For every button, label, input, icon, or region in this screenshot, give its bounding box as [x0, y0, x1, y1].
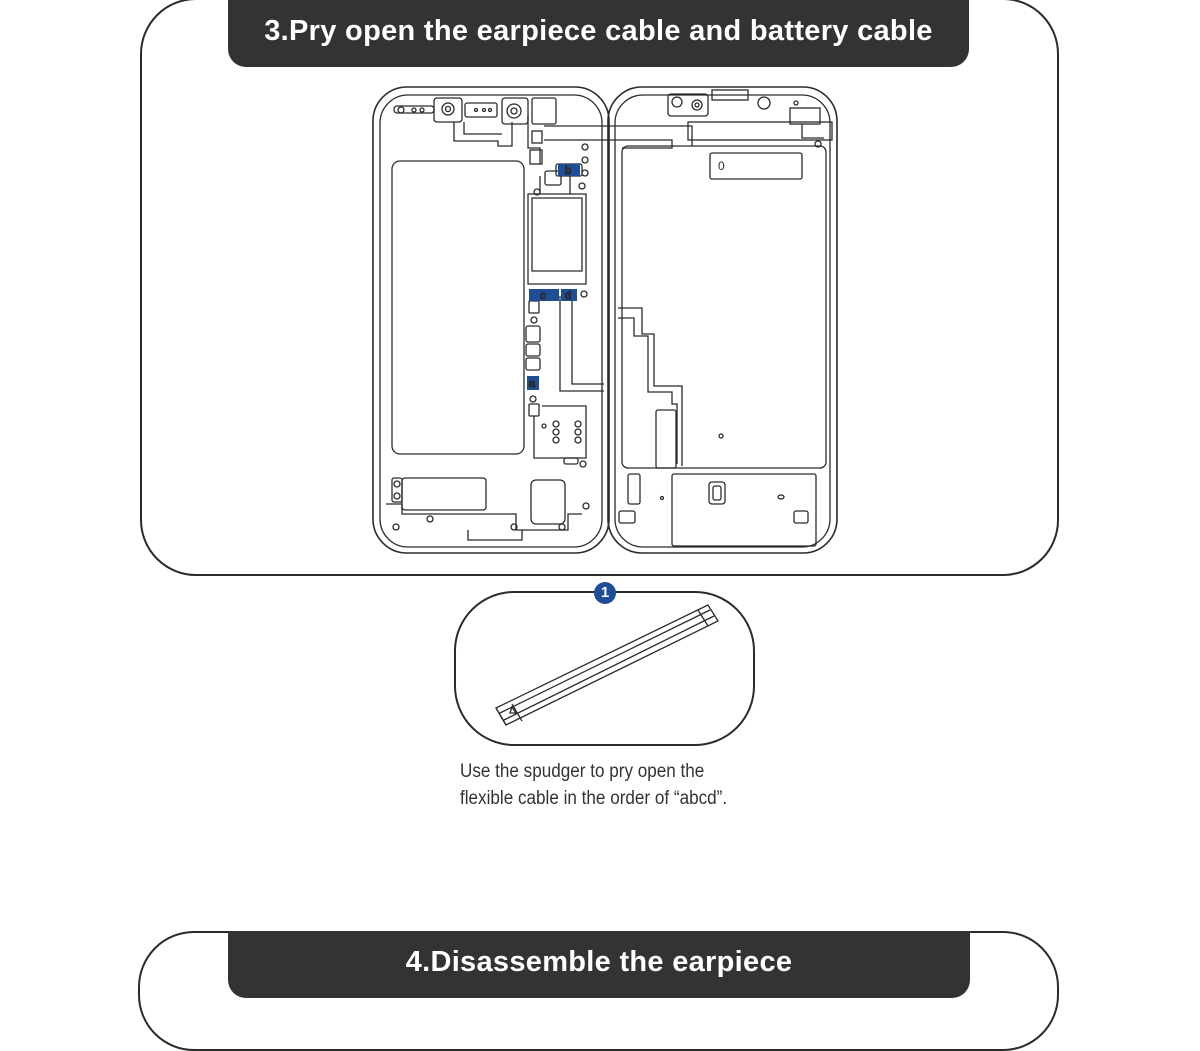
- connector-b-label: b: [565, 165, 571, 177]
- rear-battery-outline: [621, 145, 827, 469]
- step3-panel: [140, 0, 1059, 576]
- spudger-tool-panel: [454, 591, 755, 746]
- caption-line-2: flexible cable in the order of “abcd”.: [460, 788, 728, 809]
- phone-teardown-diagram: 0 b c d a: [372, 86, 838, 554]
- connector-d-label: d: [565, 290, 571, 302]
- connector-a-label: a: [529, 378, 536, 390]
- connector-c: [529, 289, 559, 301]
- connector-a: [527, 376, 539, 390]
- step4-title: 4.Disassemble the earpiece: [228, 931, 970, 998]
- left-phone-half: [372, 86, 610, 554]
- component-label: 0: [718, 159, 725, 173]
- spudger-icon: [495, 604, 719, 726]
- caption-line-1: Use the spudger to pry open the: [460, 761, 705, 782]
- step-number-badge: 1: [594, 582, 616, 604]
- connector-d: [561, 289, 577, 301]
- connector-c-label: c: [540, 290, 546, 302]
- component-label-box: [709, 152, 803, 180]
- instruction-caption: Use the spudger to pry open the flexible…: [460, 758, 766, 812]
- connector-b: [558, 164, 580, 176]
- battery-outline: [391, 160, 525, 455]
- step3-title: 3.Pry open the earpiece cable and batter…: [228, 0, 969, 67]
- right-phone-half: 0: [544, 86, 838, 554]
- connector-highlights: b c d a: [527, 164, 580, 391]
